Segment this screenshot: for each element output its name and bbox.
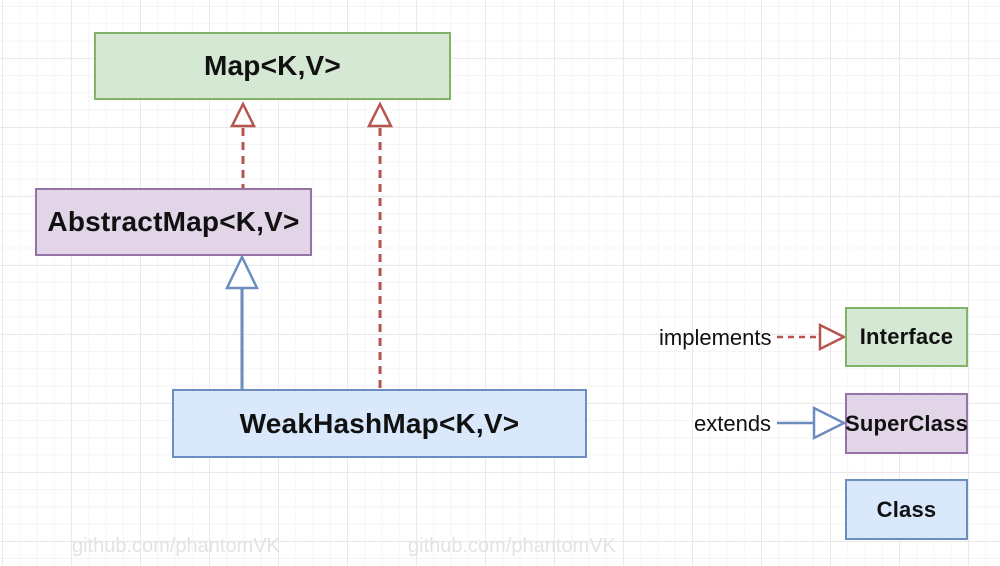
hollow-triangle-arrowhead [812, 405, 847, 441]
implements-edge-abstractmap-to-map [229, 101, 257, 188]
legend-interface-box[interactable]: Interface [845, 307, 968, 367]
legend-superclass-box[interactable]: SuperClass [845, 393, 968, 454]
legend-box-label: Interface [859, 324, 954, 349]
watermark-text: github.com/phantomVK [72, 535, 280, 557]
legend-extends-label: extends [694, 411, 772, 436]
legend-extends-arrow [777, 405, 847, 441]
legend-box-label: Class [876, 496, 937, 522]
node-abstractmap-class[interactable]: AbstractMap<K,V> [35, 188, 312, 256]
implements-edge-weakhashmap-to-map [366, 101, 394, 389]
node-label: Map<K,V> [204, 50, 341, 81]
legend-box-label: SuperClass [844, 410, 969, 436]
legend-implements-arrow [777, 322, 847, 352]
watermark-text: github.com/phantomVK [408, 535, 616, 557]
node-label: AbstractMap<K,V> [47, 206, 300, 237]
hollow-triangle-arrowhead [225, 254, 259, 290]
node-weakhashmap-class[interactable]: WeakHashMap<K,V> [172, 389, 587, 458]
node-label: WeakHashMap<K,V> [239, 407, 520, 439]
legend-implements-label: implements [659, 325, 772, 350]
hollow-triangle-arrowhead [366, 101, 394, 128]
node-map-interface[interactable]: Map<K,V> [94, 32, 451, 100]
legend-class-box[interactable]: Class [845, 479, 968, 540]
extends-edge-weakhashmap-to-abstractmap [225, 254, 259, 389]
hollow-triangle-arrowhead [229, 101, 257, 128]
hollow-triangle-arrowhead [818, 322, 847, 352]
